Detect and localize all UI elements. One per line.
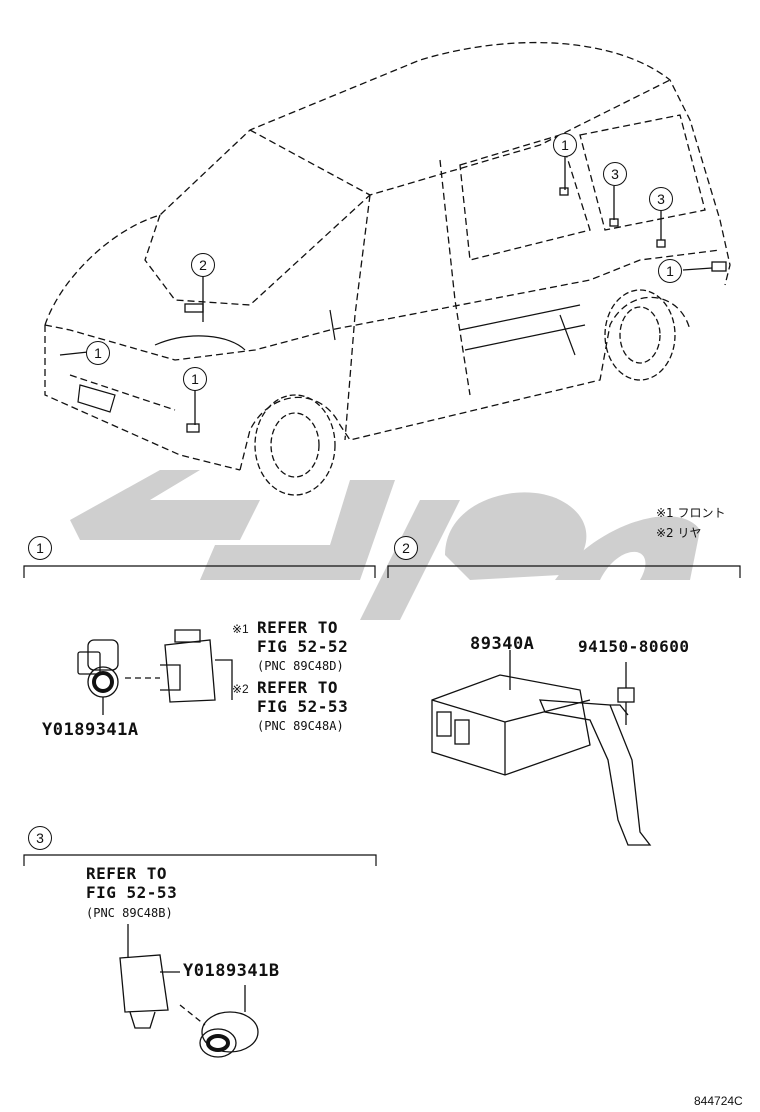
bracket-section3 — [119, 924, 180, 1029]
section-2-marker: 2 — [394, 536, 418, 560]
ecu-89340a — [431, 650, 591, 776]
vehicle-details — [77, 304, 586, 413]
watermark-logo — [70, 470, 700, 620]
ref2-fig-link[interactable]: FIG 52-53 — [257, 697, 349, 716]
ref3-pnc: (PNC 89C48B) — [86, 906, 173, 920]
bracket-section1 — [125, 629, 233, 703]
section-frames — [23, 565, 741, 866]
callout-3-rear-b: 3 — [649, 187, 673, 211]
bracket-section2 — [538, 699, 652, 846]
ref3-fig-link[interactable]: FIG 52-53 — [86, 883, 178, 902]
part-number-89340a[interactable]: 89340A — [470, 634, 535, 654]
sensor-y0189341b — [179, 985, 259, 1058]
ref1-fig-link[interactable]: FIG 52-52 — [257, 637, 349, 656]
sensor-y0189341a — [77, 639, 119, 715]
ref2-pnc: (PNC 89C48A) — [257, 719, 344, 733]
ref1-mark: ※1 — [232, 622, 249, 636]
part-number-y0189341a[interactable]: Y0189341A — [42, 720, 139, 740]
section-3-marker: 3 — [28, 826, 52, 850]
bolt-94150-80600 — [617, 662, 635, 725]
ref2-line1: REFER TO — [257, 678, 339, 697]
callout-3-rear-a: 3 — [603, 162, 627, 186]
ref2-mark: ※2 — [232, 682, 249, 696]
vehicle-outline — [44, 41, 731, 471]
sensor-leaders — [59, 156, 727, 433]
part-number-94150-80600[interactable]: 94150-80600 — [578, 637, 690, 656]
callout-1-front-left: 1 — [86, 341, 110, 365]
callout-1-rear-upper: 1 — [553, 133, 577, 157]
wheels — [254, 289, 676, 496]
part-number-y0189341b[interactable]: Y0189341B — [183, 961, 280, 981]
ref1-pnc: (PNC 89C48D) — [257, 659, 344, 673]
ref1-line1: REFER TO — [257, 618, 339, 637]
callout-2-hood: 2 — [191, 253, 215, 277]
legend-front: ※1 フロント — [656, 506, 726, 520]
ref3-line1: REFER TO — [86, 864, 168, 883]
legend-rear: ※2 リヤ — [656, 526, 702, 540]
callout-1-front-center: 1 — [183, 367, 207, 391]
figure-code: 844724C — [694, 1094, 743, 1108]
section-1-marker: 1 — [28, 536, 52, 560]
callout-1-rear-right: 1 — [658, 259, 682, 283]
